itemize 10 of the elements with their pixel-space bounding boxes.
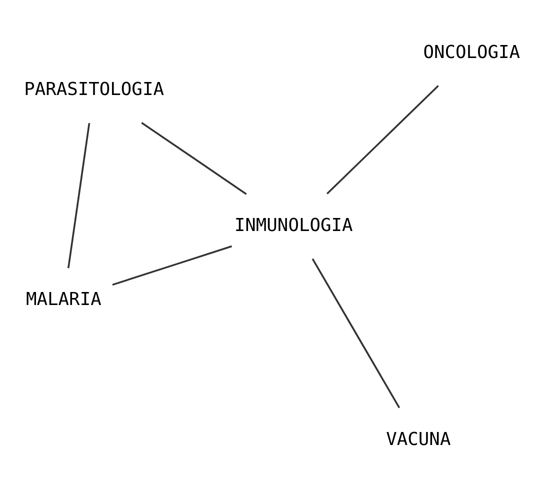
node-text: ONCOLOGIA <box>423 42 520 63</box>
connector <box>141 122 247 195</box>
connector <box>312 258 400 408</box>
node-text: VACUNA <box>386 429 451 450</box>
node-text: MALARIA <box>26 289 102 310</box>
connector <box>326 85 439 194</box>
node-text: PARASITOLOGIA <box>24 78 164 100</box>
node-text: INMUNOLOGIA <box>234 214 353 236</box>
connector <box>67 122 90 268</box>
connector <box>112 245 232 286</box>
